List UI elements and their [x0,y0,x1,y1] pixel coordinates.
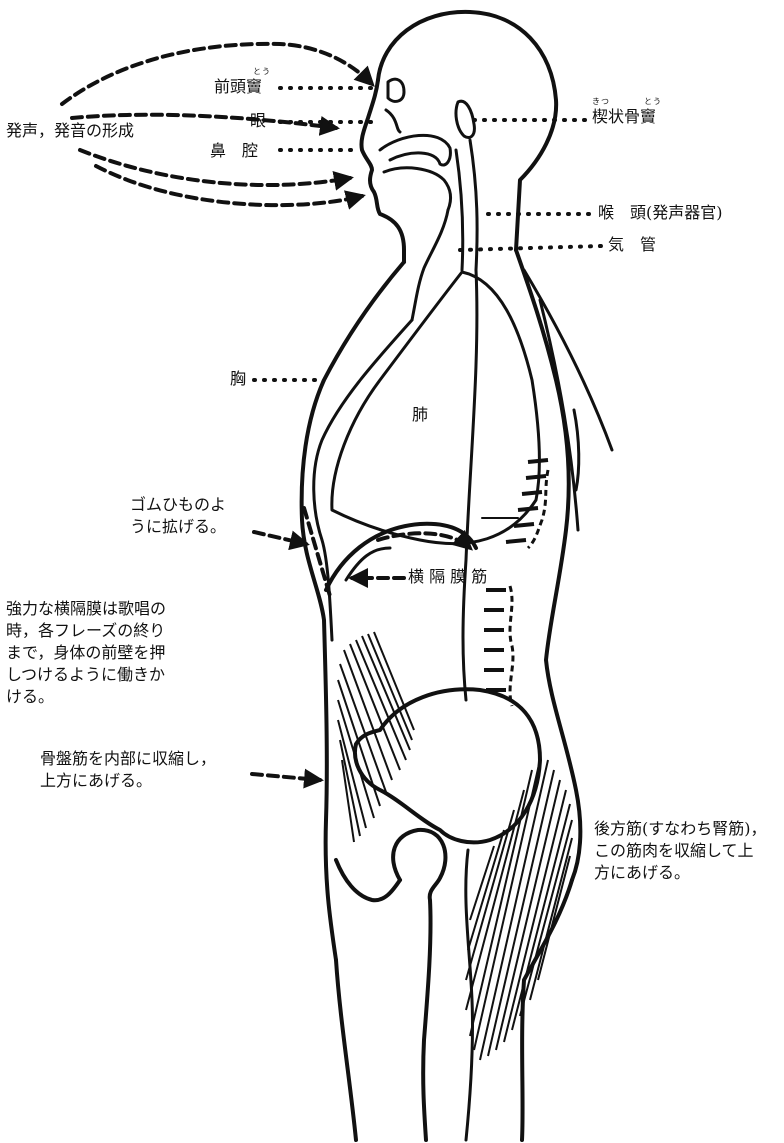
sphenoid-shape [456,101,474,137]
back-muscle-hatching [466,760,572,1060]
label-trachea: 気 管 [608,234,656,256]
leg-front [336,960,356,1140]
tongue [384,168,451,210]
back-bump [574,410,579,490]
ruby-sphenoid-2: とう [644,98,662,106]
label-sphenoid-sinus: 楔状骨竇 [592,106,656,128]
pharynx-back [456,150,463,270]
pharynx-front [412,210,448,320]
label-phonation: 発声，発音の形成 [6,120,134,142]
leg-back [522,880,572,1140]
femur [393,830,445,1140]
label-lung: 肺 [412,404,428,426]
nasal-passage [386,110,400,132]
face-profile [361,80,404,262]
label-eye: 眼 [250,110,266,132]
label-nasal-cavity: 鼻 腔 [210,140,258,162]
label-frontal-sinus: 前頭竇 [214,76,262,98]
pelvis-low [336,860,400,900]
label-diaphragm: 横 隔 膜 筋 [408,566,487,588]
label-strong-diaphragm: 強力な横隔膜は歌唱の 時，各フレーズの終り まで，身体の前壁を押 しつけるように… [6,598,166,708]
label-chest: 胸 [230,368,246,390]
ruby-sphenoid-1: きつ [592,98,610,106]
pelvic-muscle-hatching [338,632,414,842]
label-rubber-band: ゴムひものよ うに拡げる。 [130,494,226,538]
back-outline [516,250,580,880]
label-larynx: 喉 頭(発声器官) [598,202,723,224]
spine-line [463,270,477,700]
palate [380,135,450,165]
spine-vertebrae [484,460,548,706]
eye-socket [388,79,404,101]
label-back-muscles: 後方筋(すなわち腎筋)， この筋肉を収縮して上 方にあげる。 [594,818,767,884]
label-pelvic-muscles: 骨盤筋を内部に収縮し， 上方にあげる。 [40,748,216,792]
ruby-frontal-sinus: とう [253,68,271,76]
